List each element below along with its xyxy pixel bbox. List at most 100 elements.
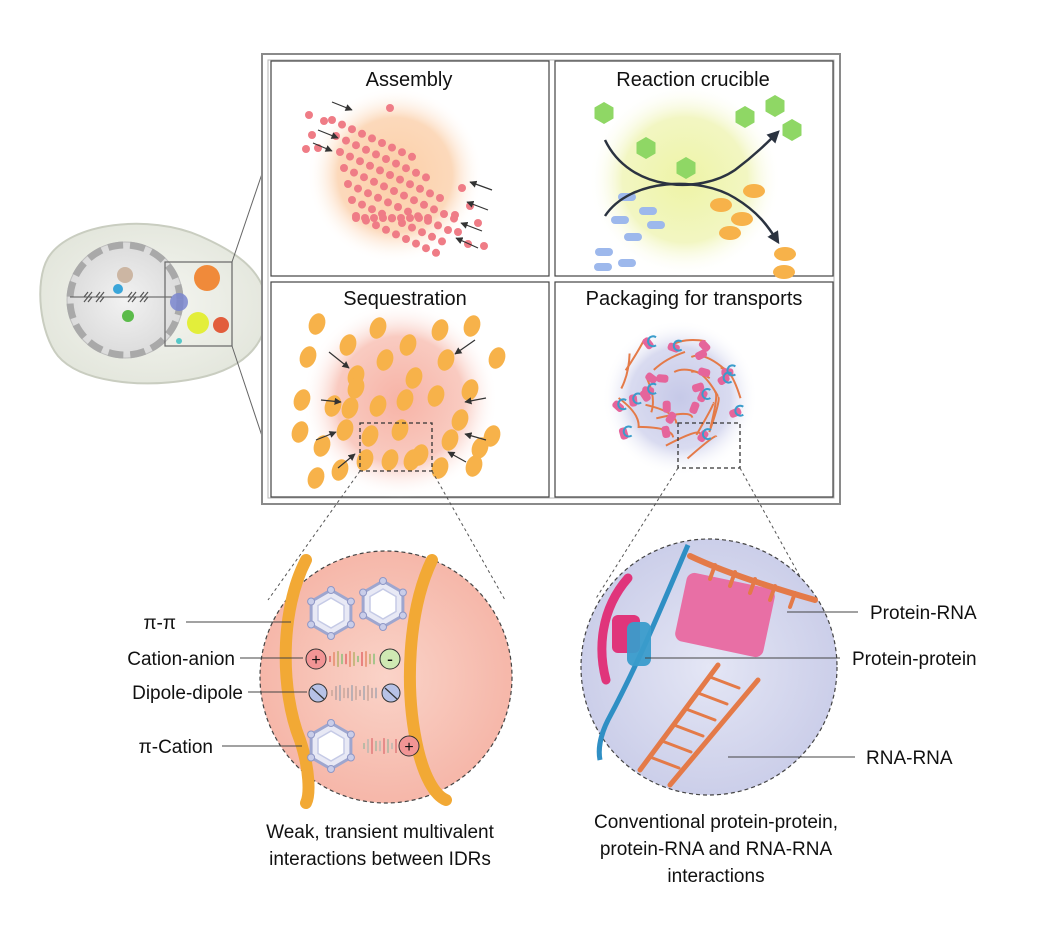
binding-arc — [734, 404, 744, 417]
assembly-dot — [372, 150, 380, 159]
assembly-dot — [408, 223, 416, 232]
arrow-icon — [466, 200, 489, 211]
assembly-dot — [382, 225, 390, 234]
protein-blob — [694, 349, 708, 361]
ellipse-icon — [331, 459, 349, 481]
atom-dot — [327, 765, 335, 773]
atom-dot — [379, 577, 387, 585]
pill-icon — [618, 259, 636, 267]
assembly-dot — [432, 248, 440, 257]
left-interaction-labels — [186, 621, 307, 747]
assembly-arrows — [312, 101, 493, 249]
pill-icon — [595, 248, 613, 256]
arrow-icon — [320, 397, 342, 405]
ellipse-icon — [291, 421, 309, 443]
ellipse-icon — [431, 319, 449, 341]
assembly-dot — [386, 171, 394, 179]
atom-dot — [307, 620, 316, 629]
cell-illustration — [39, 161, 268, 449]
benzene-ring-inner — [369, 588, 397, 620]
packaging-zoom-box — [677, 422, 741, 469]
ellipse-icon — [731, 212, 753, 226]
ellipse-icon — [437, 349, 455, 371]
ellipse-icon — [403, 449, 421, 471]
ellipse-icon — [773, 265, 795, 279]
atom-dot — [398, 611, 407, 620]
label-pi-pi: π-π — [143, 613, 176, 634]
assembly-dot — [434, 221, 442, 230]
caption-right-line-2: protein-RNA and RNA-RNA — [600, 839, 833, 860]
binding-arc — [647, 382, 657, 395]
plus-icon: + — [404, 739, 413, 756]
caption-left-line-1: Weak, transient multivalent — [266, 822, 494, 843]
protein-blob — [689, 401, 700, 414]
assembly-dot — [342, 136, 350, 145]
protein-blob — [698, 367, 711, 378]
assembly-dot — [388, 143, 396, 152]
label-protein-rna: Protein-RNA — [870, 603, 977, 624]
assembly-dot — [458, 184, 466, 192]
assembly-dot — [392, 230, 400, 239]
ellipse-icon — [710, 198, 732, 212]
label-dipole-dipole: Dipole-dipole — [132, 683, 243, 704]
assembly-dot — [424, 214, 432, 222]
assembly-dot — [440, 210, 448, 218]
assembly-dot — [412, 239, 420, 248]
ellipse-icon — [399, 334, 417, 356]
dna-strand-icon — [83, 291, 149, 303]
hexagon-icon — [765, 95, 785, 117]
assembly-dot — [436, 194, 444, 202]
rna-strand — [690, 354, 726, 371]
rna-strand — [645, 403, 678, 424]
label-rna-rna: RNA-RNA — [866, 748, 953, 769]
label-protein-protein: Protein-protein — [852, 649, 977, 670]
binding-arc — [617, 398, 627, 411]
binding-arc — [632, 392, 642, 405]
ellipse-icon — [361, 425, 379, 447]
assembly-dot — [372, 221, 380, 230]
ellipse-icon — [719, 226, 741, 240]
assembly-dot — [370, 214, 378, 222]
rna-strand — [653, 350, 686, 371]
ellipse-icon — [405, 367, 423, 389]
pill-icon — [611, 216, 629, 224]
arrow-icon — [454, 339, 476, 355]
assembly-dot — [382, 155, 390, 163]
assembly-dot — [412, 168, 420, 177]
ellipse-icon — [483, 425, 501, 447]
assembly-dot — [406, 180, 414, 189]
assembly-dot — [366, 161, 374, 170]
atom-dot — [379, 623, 387, 631]
ellipse-icon — [461, 379, 479, 401]
assembly-dot — [397, 214, 405, 222]
assembly-dot — [379, 214, 387, 222]
protein-blob — [691, 382, 705, 393]
ellipse-icon — [743, 184, 765, 198]
assembly-dot — [358, 129, 366, 138]
atom-dot — [346, 620, 355, 629]
ellipse-icon — [465, 455, 483, 477]
zoom-circle-idr: + - + — [259, 550, 513, 809]
rna-strand — [656, 412, 694, 420]
binding-arc — [647, 335, 657, 348]
hexagon-icon — [782, 119, 802, 141]
rna-strand — [665, 431, 701, 447]
atom-dot — [307, 597, 316, 606]
arrow-icon — [337, 453, 356, 469]
assembly-dot — [360, 173, 368, 182]
assembly-dot — [348, 196, 356, 204]
assembly-dot — [320, 117, 328, 125]
assembly-dot — [368, 205, 376, 214]
ellipse-icon — [307, 467, 325, 489]
pill-icon — [624, 233, 642, 241]
rna-ladder — [637, 662, 761, 788]
ellipse-icon — [313, 435, 331, 457]
assembly-dot — [400, 191, 408, 200]
panel-title-reaction: Reaction crucible — [616, 69, 769, 91]
binding-arc — [701, 388, 711, 400]
assembly-dot — [415, 214, 423, 222]
arrow-icon — [312, 142, 333, 152]
plus-icon: + — [311, 652, 320, 669]
assembly-dot — [368, 134, 376, 143]
arrow-icon — [447, 451, 467, 463]
